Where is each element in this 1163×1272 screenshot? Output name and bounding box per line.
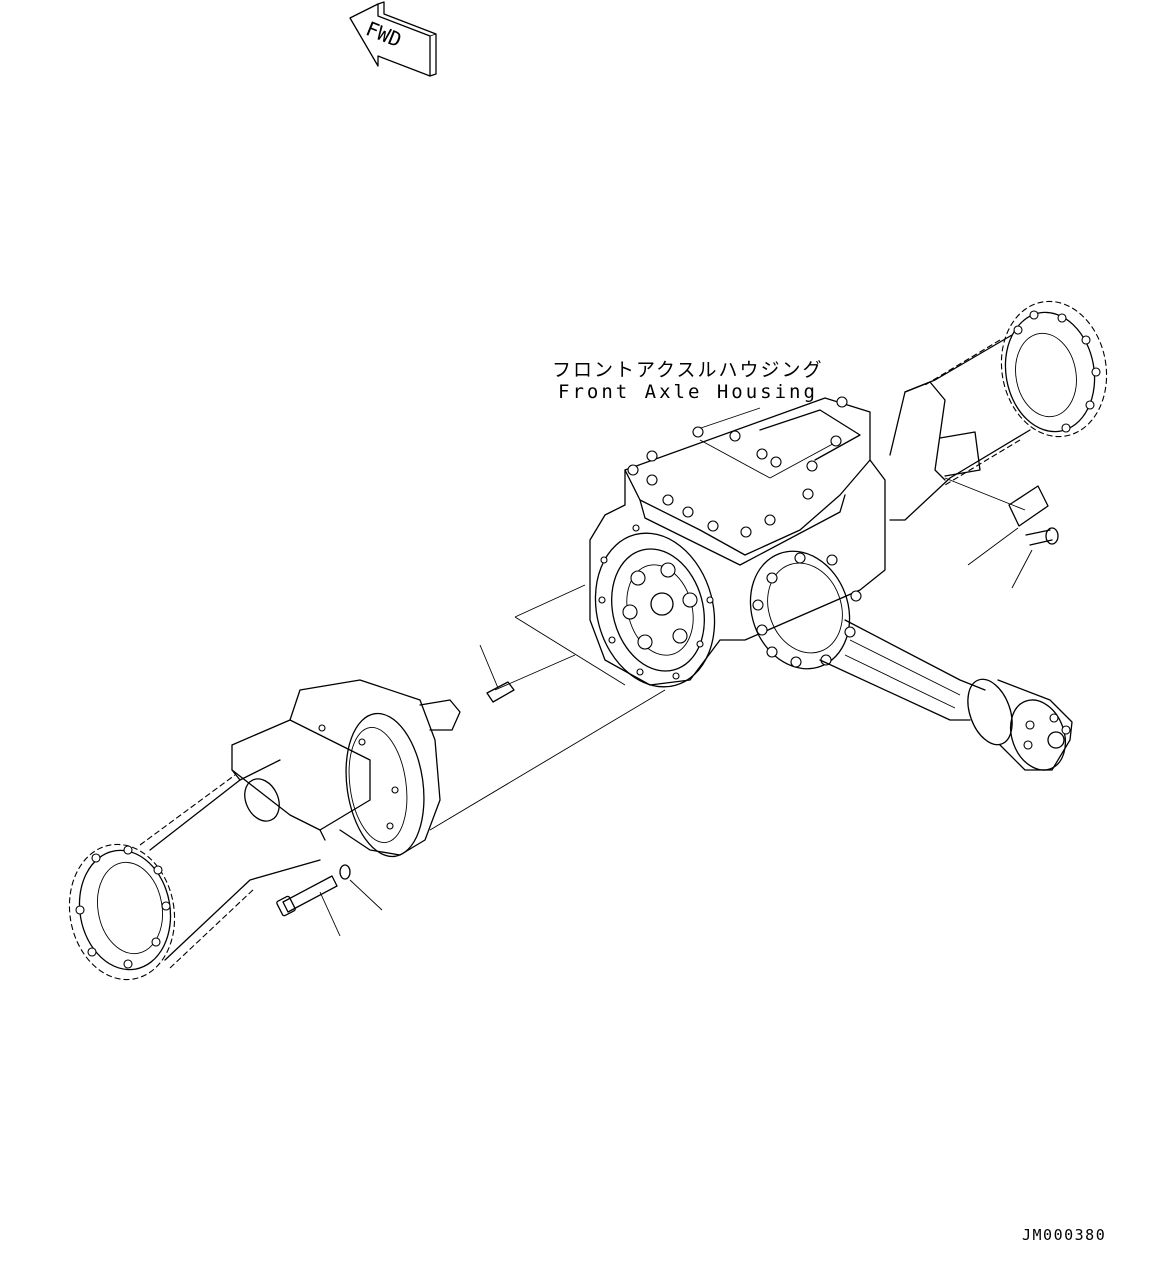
right-axle-arm bbox=[889, 300, 1108, 521]
rivet bbox=[1025, 529, 1053, 546]
mounting-bolt bbox=[282, 875, 338, 913]
washer bbox=[339, 864, 351, 880]
part-title-english: Front Axle Housing bbox=[558, 381, 818, 403]
name-plate bbox=[1008, 485, 1049, 527]
fwd-arrow-icon: FWD bbox=[349, 1, 437, 77]
fwd-label: FWD bbox=[363, 16, 405, 52]
part-title-japanese: フロントアクスルハウジング bbox=[552, 359, 824, 381]
input-pinion-yoke bbox=[749, 550, 1073, 771]
drawing-number: JM000380 bbox=[1022, 1226, 1107, 1244]
left-axle-half bbox=[68, 679, 461, 981]
small-parts bbox=[276, 485, 1059, 917]
leader-lines bbox=[319, 477, 1033, 937]
dowel-pin bbox=[486, 681, 515, 703]
center-differential-housing bbox=[589, 396, 886, 688]
